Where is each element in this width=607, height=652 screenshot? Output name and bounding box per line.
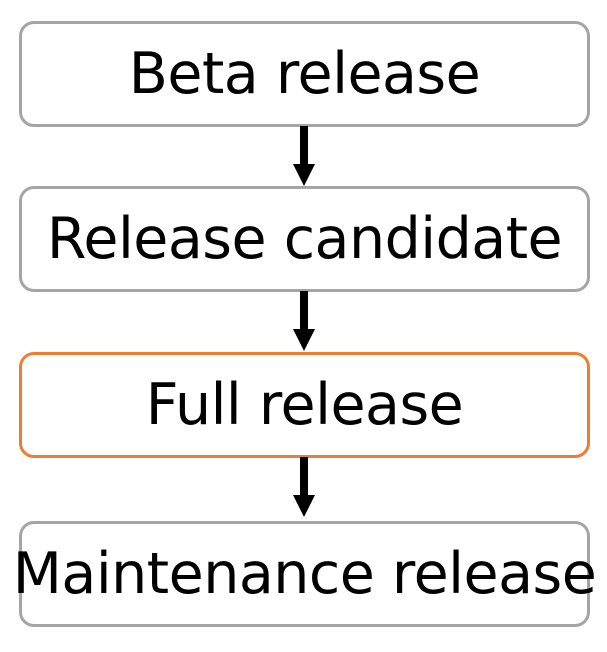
flow-node-release-candidate[interactable]: Release candidate xyxy=(19,186,590,292)
flow-arrow-down-icon-2 xyxy=(293,291,315,351)
arrow-head xyxy=(293,329,315,351)
flow-node-label: Release candidate xyxy=(46,205,563,272)
flow-node-label: Beta release xyxy=(128,40,481,107)
arrow-shaft xyxy=(300,126,308,166)
arrow-shaft xyxy=(300,291,308,331)
arrow-head xyxy=(293,164,315,186)
arrow-shaft xyxy=(300,457,308,497)
flow-arrow-down-icon-1 xyxy=(293,126,315,186)
flow-node-full-release[interactable]: Full release xyxy=(19,352,590,458)
flow-arrow-down-icon-3 xyxy=(293,457,315,517)
arrow-head xyxy=(293,495,315,517)
flow-node-label: Full release xyxy=(145,371,464,438)
flow-node-beta-release[interactable]: Beta release xyxy=(19,21,590,127)
flow-node-label: Maintenance release xyxy=(12,540,597,607)
flow-node-maintenance-release[interactable]: Maintenance release xyxy=(13,521,597,627)
